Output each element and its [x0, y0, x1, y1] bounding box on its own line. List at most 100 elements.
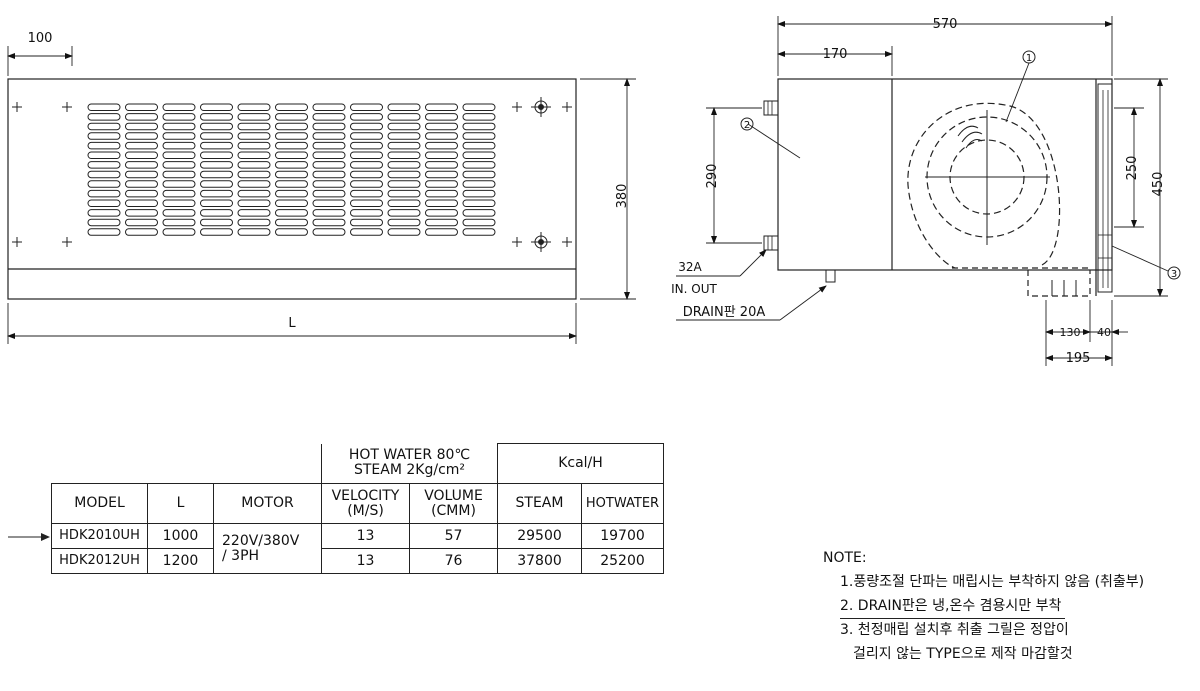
- grille-slot: [312, 189, 346, 198]
- grille-slot: [237, 151, 271, 159]
- grille-slot: [200, 103, 233, 111]
- grille-slot: [87, 151, 121, 159]
- note-3-continued: 걸리지 않는 TYPE으로 제작 마감할것: [853, 646, 1073, 662]
- grille-slot: [312, 122, 346, 131]
- grille-slot: [275, 218, 308, 227]
- grille-slot: [350, 218, 383, 227]
- grille-slot: [387, 122, 421, 131]
- grille-slot: [125, 170, 158, 179]
- grille-slot: [350, 189, 383, 198]
- grille-slot: [350, 180, 383, 188]
- grille-slot: [425, 209, 458, 217]
- grille-slot: [87, 199, 121, 207]
- grille-slot: [425, 141, 458, 150]
- grille-slot: [162, 209, 196, 217]
- motor-phase: / 3PH: [222, 547, 260, 564]
- grille-slot: [350, 132, 383, 140]
- front-view: [7, 78, 577, 300]
- grille-slot: [425, 199, 458, 207]
- mounting-cross-mark: [562, 102, 572, 112]
- mounting-cross-mark: [512, 237, 522, 247]
- grille-slot: [237, 122, 271, 131]
- velocity-label: VELOCITY: [331, 487, 400, 504]
- grille-slot: [312, 151, 346, 159]
- grille-slot: [200, 122, 233, 131]
- row-motor: 220V/380V / 3PH: [213, 523, 322, 574]
- grille-slot: [200, 113, 233, 121]
- table-row: HDK2012UH 1200 13 76 37800 25200: [51, 548, 664, 574]
- grille-slot: [350, 209, 383, 217]
- mounting-cross-mark: [62, 102, 72, 112]
- grille-slot: [275, 122, 308, 131]
- grille-slot: [350, 151, 383, 159]
- grille-slot: [312, 132, 346, 140]
- dim-outlet-height: 250: [1125, 156, 1140, 181]
- grille-slot: [275, 180, 308, 188]
- front-housing: [7, 78, 577, 300]
- row-model: HDK2010UH: [51, 523, 148, 549]
- note-3: 3. 천정매립 설치후 취출 그릴은 정압이: [840, 622, 1069, 638]
- grille-slot: [275, 151, 308, 159]
- callout-coil: 2: [744, 120, 750, 131]
- spec-table: HOT WATER 80℃ STEAM 2Kg/cm² Kcal/H MODEL…: [51, 443, 664, 574]
- grille-slot: [350, 199, 383, 207]
- grille-slot: [387, 113, 421, 121]
- side-dimensions: [676, 16, 1169, 366]
- dim-coil-width: 170: [823, 47, 848, 62]
- grille-slot: [125, 209, 158, 217]
- dim-front-height: 380: [615, 184, 630, 209]
- table-row: HDK2010UH 1000 220V/380V / 3PH 13 57 295…: [51, 523, 664, 574]
- grille-slot: [387, 103, 421, 111]
- grille-slot: [275, 141, 308, 150]
- grille-slot: [425, 189, 458, 198]
- drain-label: DRAIN판 20A: [683, 305, 766, 320]
- row-steam: 29500: [497, 523, 582, 549]
- grille-slot: [125, 141, 158, 150]
- grille-slot: [387, 132, 421, 140]
- grille-slot: [350, 170, 383, 179]
- grille-slot: [387, 228, 421, 236]
- grille-slot: [237, 199, 271, 207]
- header-length: L: [147, 483, 214, 524]
- row-model: HDK2012UH: [51, 548, 148, 574]
- grille-slot: [387, 161, 421, 169]
- grille-slot: [200, 180, 233, 188]
- grille-slot: [387, 209, 421, 217]
- row-pointer-arrow: [8, 533, 50, 541]
- grille-slot: [87, 113, 121, 121]
- header-volume: VOLUME (CMM): [409, 483, 498, 524]
- grille-slot: [387, 218, 421, 227]
- dim-front-offset: 100: [28, 31, 53, 46]
- mounting-cross-mark: [562, 237, 572, 247]
- row-length: 1200: [147, 548, 214, 574]
- grille-slot: [237, 161, 271, 169]
- grille-slot: [125, 199, 158, 207]
- grille-slot: [350, 228, 383, 236]
- grille-slot: [462, 170, 496, 179]
- grille-slot: [200, 151, 233, 159]
- grille-slot: [87, 218, 121, 227]
- grille-slot: [200, 141, 233, 150]
- callout-circle-1: [1022, 50, 1036, 64]
- grille-slot: [312, 170, 346, 179]
- mounting-cross-mark: [512, 102, 522, 112]
- header-velocity: VELOCITY (M/S): [321, 483, 410, 524]
- grille-slot: [200, 132, 233, 140]
- mounting-cross-mark: [12, 237, 22, 247]
- grille-slot: [162, 170, 196, 179]
- grille-slot: [125, 113, 158, 121]
- pipe-size-label: 32A: [678, 260, 702, 274]
- grille-slot: [237, 132, 271, 140]
- test-conditions: HOT WATER 80℃ STEAM 2Kg/cm²: [321, 443, 498, 484]
- grille-slot: [462, 218, 496, 227]
- grille-slot: [387, 189, 421, 198]
- grille-slot: [425, 161, 458, 169]
- grille-slot: [462, 199, 496, 207]
- pipe-fitting-bottom: [763, 235, 779, 251]
- velocity-unit: (M/S): [347, 502, 384, 519]
- grille-slot: [87, 209, 121, 217]
- grille-slot: [387, 199, 421, 207]
- grille-slot: [237, 218, 271, 227]
- row-volume: 76: [409, 548, 498, 574]
- grille-slot: [125, 228, 158, 236]
